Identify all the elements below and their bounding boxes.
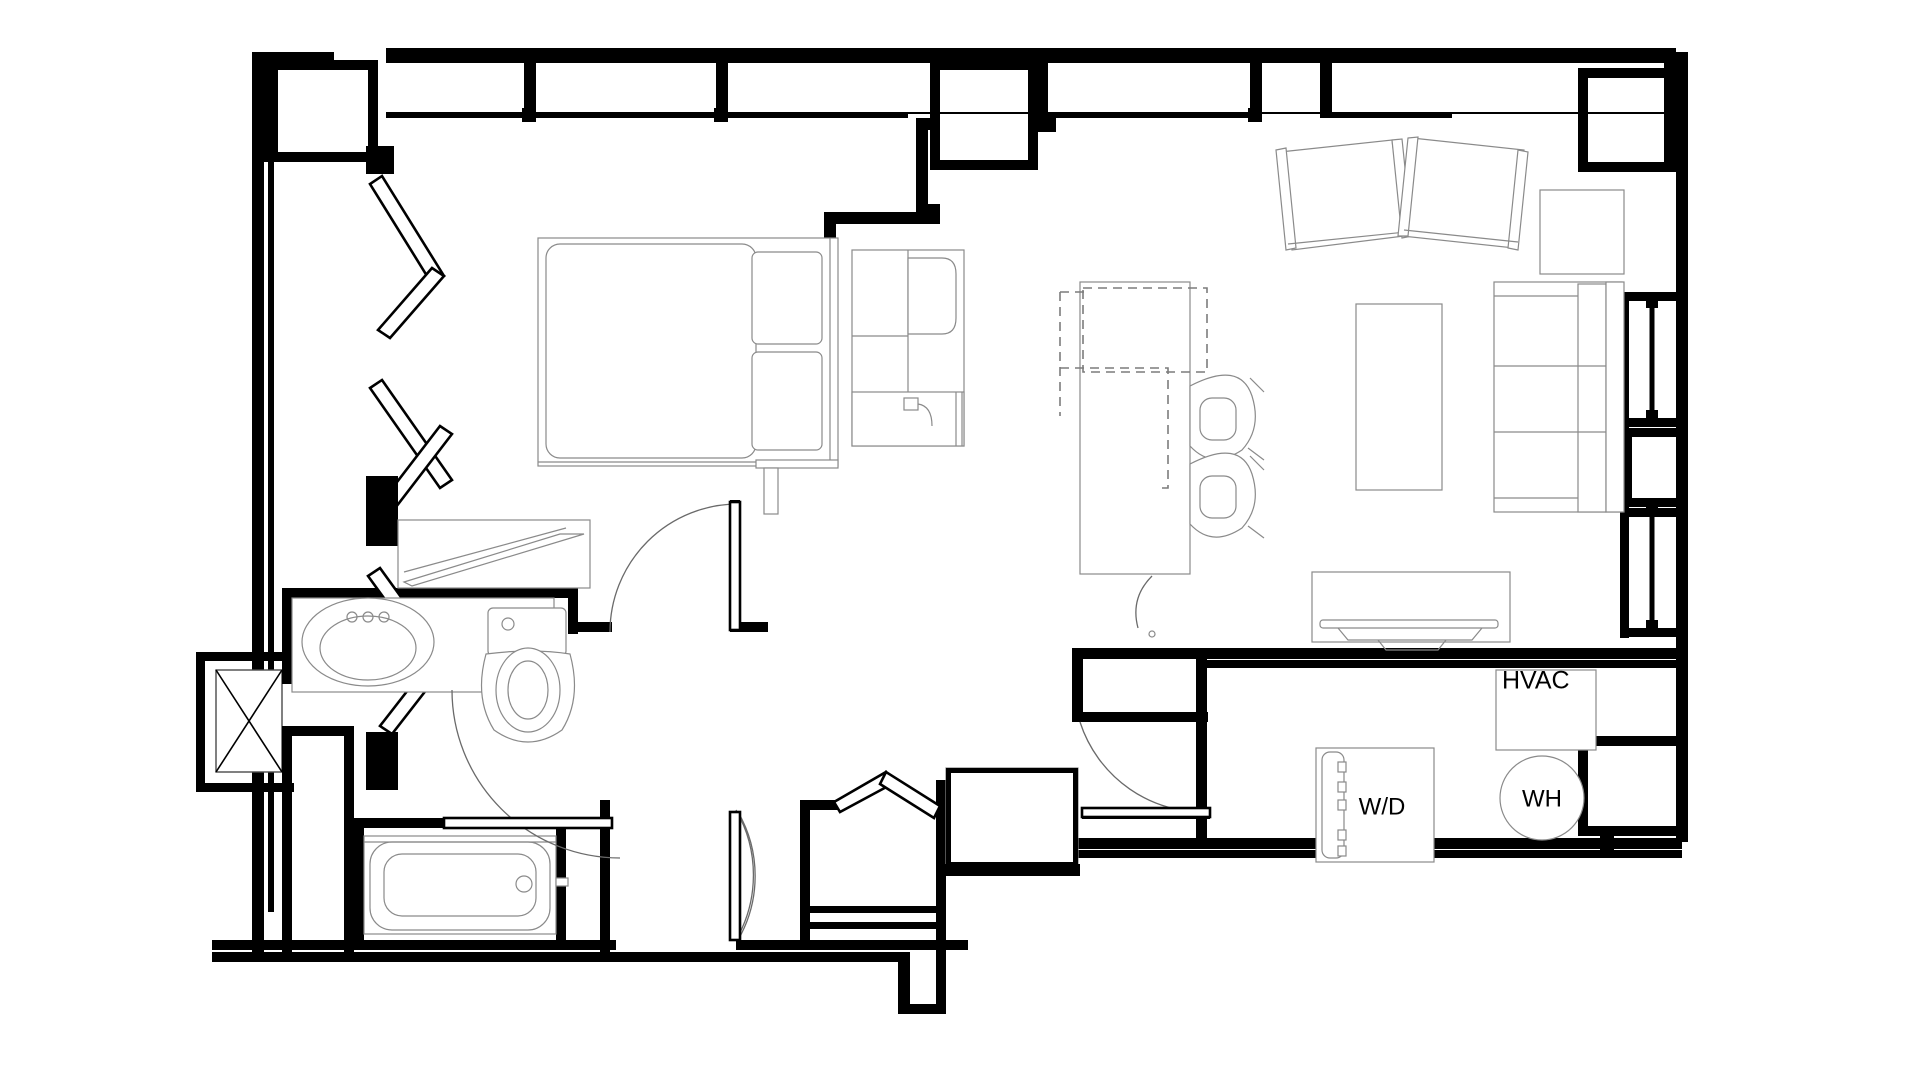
utility-closet-fixtures: W/D HVAC WH bbox=[1315, 667, 1597, 863]
upper-cabinets bbox=[1059, 287, 1208, 489]
bathtub bbox=[363, 835, 569, 935]
coffee-table bbox=[1355, 303, 1443, 491]
misc-details bbox=[252, 118, 1052, 952]
armchair-left bbox=[1275, 138, 1413, 251]
swing-door-entry[interactable] bbox=[728, 809, 756, 942]
bathroom-sink bbox=[301, 597, 435, 687]
sofa bbox=[1493, 281, 1625, 513]
bifold-closet-door-bedroom-2[interactable] bbox=[366, 378, 454, 546]
swing-door-utility[interactable] bbox=[1079, 721, 1212, 819]
bathroom-fixtures bbox=[291, 597, 576, 935]
side-table bbox=[1539, 189, 1625, 275]
range bbox=[851, 391, 965, 447]
washer-dryer-unit bbox=[1315, 747, 1435, 863]
mechanical-chase bbox=[196, 652, 294, 792]
kitchen-sink bbox=[907, 257, 957, 335]
water-heater bbox=[1499, 755, 1585, 841]
swing-door-bathroom[interactable] bbox=[442, 689, 621, 859]
hvac-label: HVAC bbox=[1502, 667, 1570, 695]
entry-closet bbox=[944, 767, 1080, 876]
swing-door-bedroom[interactable] bbox=[609, 500, 742, 633]
washer-dryer-label: W/D bbox=[1359, 793, 1406, 820]
bar-stool-1 bbox=[1189, 374, 1265, 461]
television bbox=[1319, 619, 1499, 651]
water-heater-label: WH bbox=[1522, 785, 1562, 812]
armchair-right bbox=[1397, 136, 1529, 251]
dresser bbox=[397, 519, 591, 589]
bifold-closet-door-entry[interactable] bbox=[832, 770, 942, 820]
media-console bbox=[1311, 571, 1511, 651]
bifold-closet-door-bedroom-1[interactable] bbox=[366, 146, 446, 340]
bar-stool-2 bbox=[1189, 452, 1265, 539]
kitchen-fixtures bbox=[851, 249, 1265, 638]
kitchen-island bbox=[1079, 281, 1191, 575]
bedroom-furniture bbox=[537, 237, 839, 515]
toilet bbox=[480, 607, 576, 743]
hvac-unit bbox=[1495, 669, 1597, 751]
living-room-furniture bbox=[1275, 136, 1625, 651]
